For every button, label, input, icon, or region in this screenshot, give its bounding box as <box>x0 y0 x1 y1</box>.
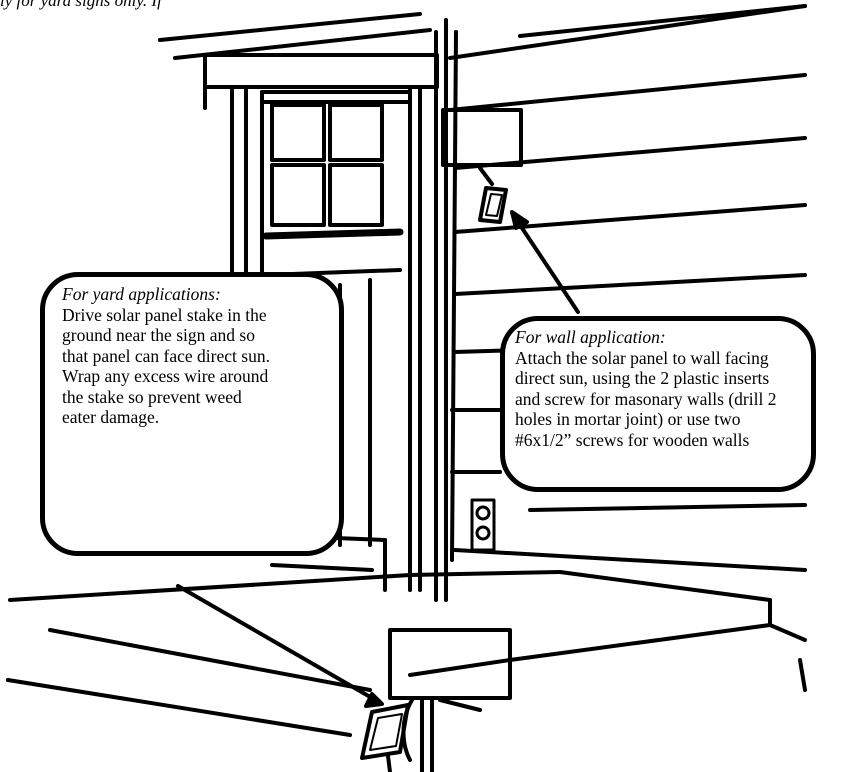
yard-callout-line: Wrap any excess wire around <box>62 366 329 387</box>
yard-callout-line: ground near the sign and so <box>62 325 329 346</box>
wall-callout-line: Attach the solar panel to wall facing <box>515 348 803 369</box>
yard-callout-line: the stake so prevent weed <box>62 387 329 408</box>
yard-solar-panel <box>362 705 408 772</box>
yard-callout-line: Drive solar panel stake in the <box>62 305 329 326</box>
door-window <box>266 105 400 275</box>
wall-callout-line: holes in mortar joint) or use two <box>515 409 803 430</box>
corner-post <box>436 20 456 600</box>
wall-callout-line: #6x1/2” screws for wooden walls <box>515 430 803 451</box>
eave-lines <box>160 6 805 58</box>
yard-callout-line: eater damage. <box>62 407 329 428</box>
outlet <box>472 500 494 550</box>
wall-solar-panel <box>480 168 506 222</box>
yard-application-callout: For yard applications: Drive solar panel… <box>40 272 344 556</box>
wall-callout-line: direct sun, using the 2 plastic inserts <box>515 368 803 389</box>
yard-callout-title: For yard applications: <box>62 284 329 305</box>
wall-callout-title: For wall application: <box>515 327 803 348</box>
wall-callout-line: and screw for masonary walls (drill 2 <box>515 389 803 410</box>
wall-application-callout: For wall application: Attach the solar p… <box>500 316 816 492</box>
yard-callout-line: that panel can face direct sun. <box>62 346 329 367</box>
